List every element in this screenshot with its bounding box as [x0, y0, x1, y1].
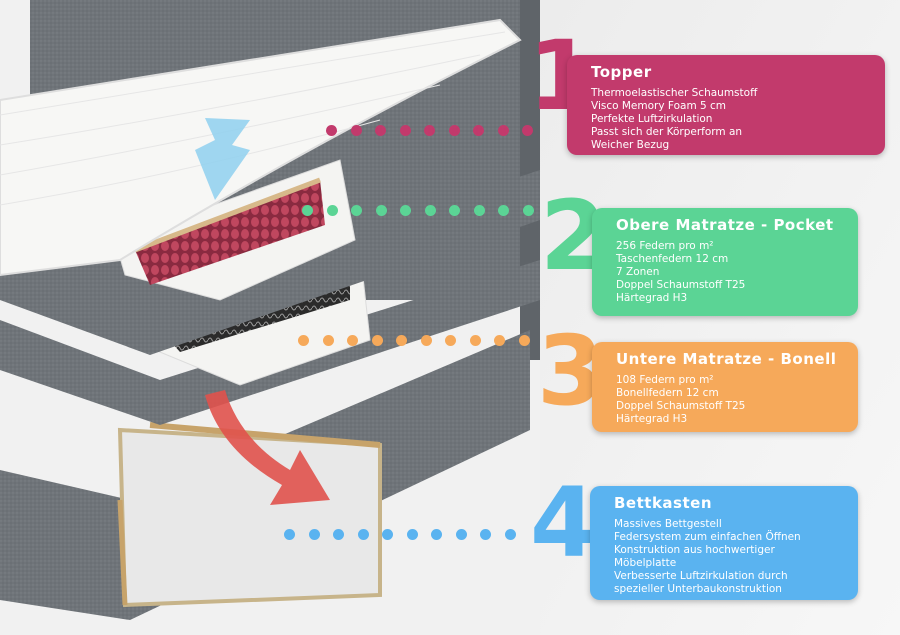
connector-dot	[498, 205, 509, 216]
connector-dot	[473, 205, 485, 216]
feature-item: Federsystem zum einfachen Öffnen	[614, 531, 801, 543]
feature-item: 7 Zonen	[616, 266, 660, 278]
section-number-4: 4	[530, 467, 597, 579]
connector-dot	[424, 125, 435, 136]
feature-item: Passt sich der Körperform an	[591, 126, 743, 138]
connector-dot	[522, 125, 533, 136]
connector-dot	[480, 529, 491, 540]
feature-list: Thermoelastischer Schaumstoff Visco Memo…	[591, 87, 871, 152]
connector-dot	[455, 529, 467, 540]
connector-dot	[399, 125, 411, 136]
connector-dot	[494, 335, 505, 346]
feature-item: spezieller Unterbaukonstruktion	[614, 583, 782, 595]
connector-dot	[347, 335, 358, 346]
connector-dot	[302, 205, 313, 216]
section-card-obere-matratze: Obere Matratze - Pocket 256 Federn pro m…	[592, 208, 858, 316]
connector-dot	[350, 125, 362, 136]
connector-dot	[400, 205, 411, 216]
feature-item: Bonellfedern 12 cm	[616, 387, 719, 399]
connector-dot	[469, 335, 481, 346]
feature-item: Doppel Schaumstoff T25	[616, 279, 746, 291]
feature-item: Härtegrad H3	[616, 413, 688, 425]
connector-dot	[357, 529, 369, 540]
connector-dot	[445, 335, 456, 346]
feature-list: 256 Federn pro m² Taschenfedern 12 cm 7 …	[616, 240, 844, 305]
connector-dot	[298, 335, 309, 346]
feature-item: Visco Memory Foam 5 cm	[591, 100, 727, 112]
feature-item: 256 Federn pro m²	[616, 240, 714, 252]
connector-dot	[326, 125, 337, 136]
feature-item: Massives Bettgestell	[614, 518, 722, 530]
connector-dot	[420, 335, 432, 346]
connector-dot	[322, 335, 334, 346]
connector-dot	[351, 205, 362, 216]
section-title: Obere Matratze - Pocket	[616, 216, 834, 234]
connector-dot	[522, 205, 534, 216]
feature-item: Möbelplatte	[614, 557, 677, 569]
feature-item: Doppel Schaumstoff T25	[616, 400, 746, 412]
feature-item: Thermoelastischer Schaumstoff	[591, 87, 758, 99]
feature-item: Weicher Bezug	[591, 139, 670, 151]
feature-item: Härtegrad H3	[616, 292, 688, 304]
connector-dot	[382, 529, 393, 540]
section-card-bettkasten: Bettkasten Massives Bettgestell Federsys…	[590, 486, 858, 600]
connector-dot	[448, 125, 460, 136]
feature-list: Massives Bettgestell Federsystem zum ein…	[614, 518, 844, 596]
connector-dot	[497, 125, 509, 136]
feature-item: Verbesserte Luftzirkulation durch	[614, 570, 788, 582]
connector-dot	[333, 529, 344, 540]
section-card-topper: Topper Thermoelastischer Schaumstoff Vis…	[567, 55, 885, 155]
section-title: Bettkasten	[614, 494, 712, 512]
connector-dot	[449, 205, 460, 216]
feature-item: Perfekte Luftzirkulation	[591, 113, 713, 125]
section-title: Untere Matratze - Bonell	[616, 350, 837, 368]
connector-dot	[473, 125, 484, 136]
feature-item: Konstruktion aus hochwertiger	[614, 544, 775, 556]
connector-dot	[375, 125, 386, 136]
feature-list: 108 Federn pro m² Bonellfedern 12 cm Dop…	[616, 374, 844, 426]
feature-item: 108 Federn pro m²	[616, 374, 714, 386]
section-title: Topper	[591, 63, 652, 81]
connector-dot	[406, 529, 418, 540]
connector-dot	[396, 335, 407, 346]
connector-dot	[308, 529, 320, 540]
connector-dot	[375, 205, 387, 216]
connector-dot	[431, 529, 442, 540]
connector-dot	[326, 205, 338, 216]
connector-dot	[518, 335, 530, 346]
connector-dot	[371, 335, 383, 346]
connector-dot	[504, 529, 516, 540]
feature-item: Taschenfedern 12 cm	[616, 253, 729, 265]
section-card-untere-matratze: Untere Matratze - Bonell 108 Federn pro …	[592, 342, 858, 432]
connector-dot	[424, 205, 436, 216]
connector-dot	[284, 529, 295, 540]
